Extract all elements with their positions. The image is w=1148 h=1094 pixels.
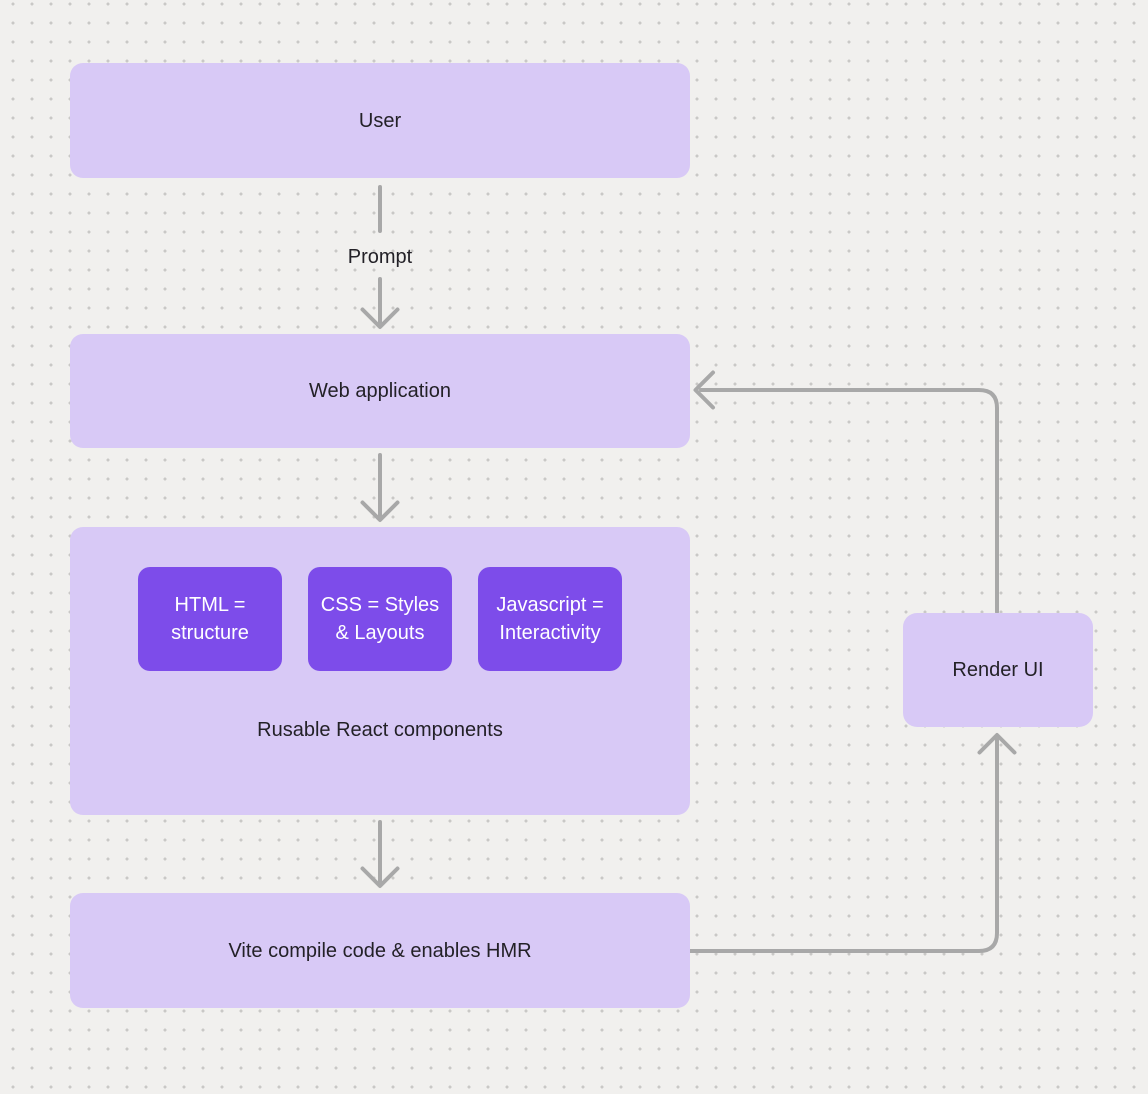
arrowhead-down-icon xyxy=(360,866,400,888)
node-css[interactable]: CSS = Styles & Layouts xyxy=(308,567,452,671)
connector-vite-to-render xyxy=(688,738,999,953)
node-web-application[interactable]: Web application xyxy=(70,334,690,448)
node-html-line1: HTML = xyxy=(174,594,246,616)
node-render-ui-label: Render UI xyxy=(952,659,1044,681)
node-vite-label: Vite compile code & enables HMR xyxy=(228,939,532,962)
connector-render-to-webapp xyxy=(699,388,999,614)
node-css-line1: CSS = Styles xyxy=(320,594,440,616)
arrowhead-left-icon xyxy=(693,370,715,410)
node-web-application-label: Web application xyxy=(309,380,451,402)
node-javascript[interactable]: Javascript = Interactivity xyxy=(478,567,622,671)
node-html-line2: structure xyxy=(171,622,249,644)
node-css-line2: & Layouts xyxy=(335,622,425,644)
arrowhead-down-icon xyxy=(360,500,400,522)
node-javascript-line1: Javascript = xyxy=(496,594,604,616)
node-render-ui[interactable]: Render UI xyxy=(903,613,1093,727)
node-user-label: User xyxy=(358,109,402,132)
node-components-group-label: Rusable React components xyxy=(257,719,503,741)
edge-label-prompt: Prompt xyxy=(347,246,413,268)
node-html[interactable]: HTML = structure xyxy=(138,567,282,671)
arrowhead-down-icon xyxy=(360,307,400,329)
node-components-group[interactable]: HTML = structure CSS = Styles & Layouts … xyxy=(70,527,690,815)
node-vite[interactable]: Vite compile code & enables HMR xyxy=(70,893,690,1008)
node-javascript-line2: Interactivity xyxy=(499,622,601,644)
arrowhead-up-icon xyxy=(977,733,1017,755)
node-user[interactable]: User xyxy=(70,63,690,178)
